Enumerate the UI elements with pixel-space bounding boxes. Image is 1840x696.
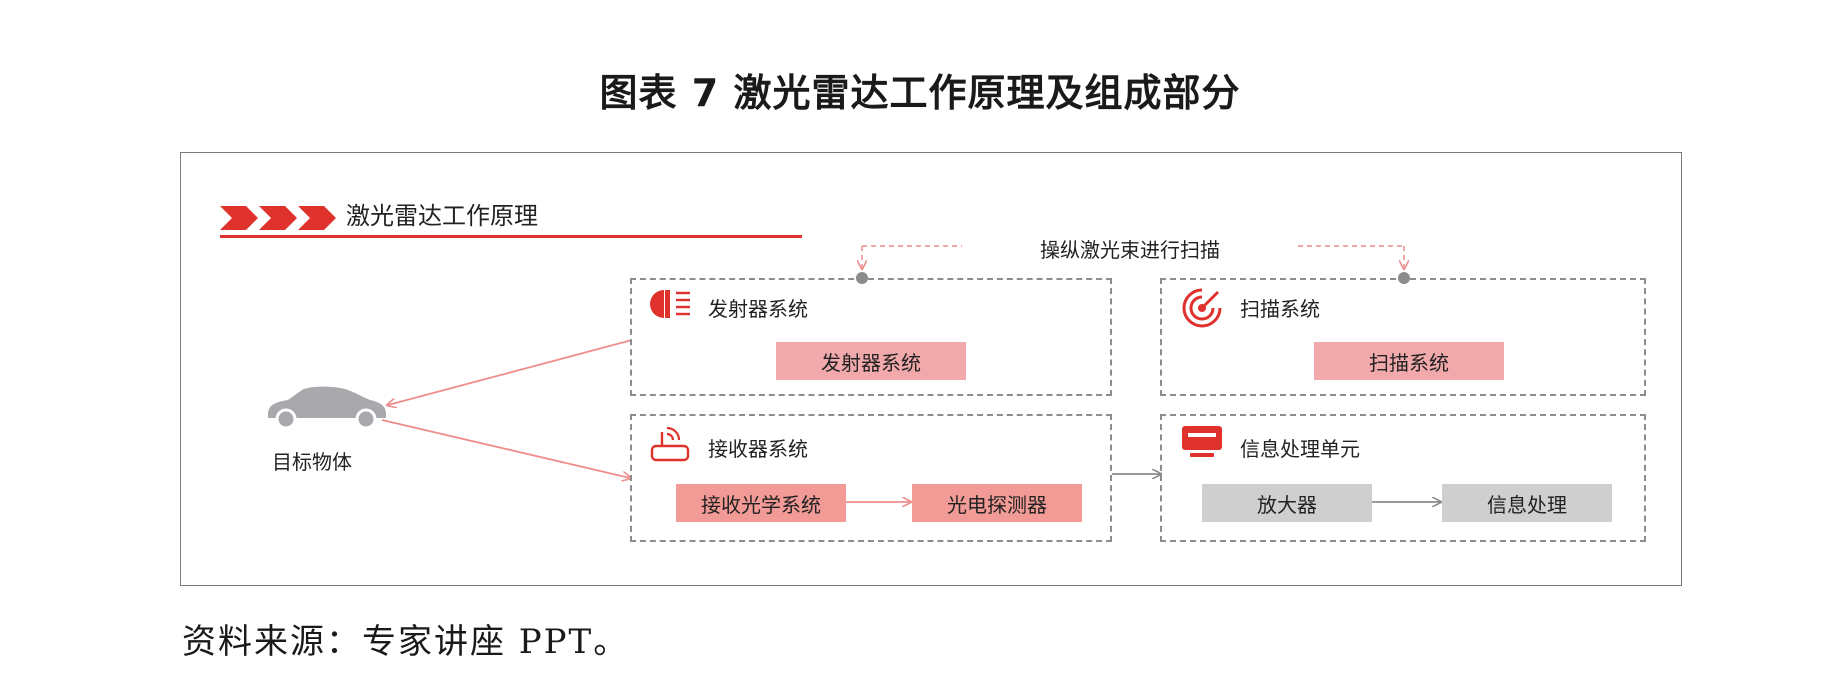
target-label: 目标物体 [272,450,352,474]
laser-emitter-icon [650,290,690,318]
car-icon [268,386,386,430]
amplifier-item: 放大器 [1202,484,1372,522]
diagram-frame [180,152,1682,586]
scan-system-item: 扫描系统 [1314,342,1504,380]
emitter-system-header: 发射器系统 [708,297,808,321]
figure-source: 资料来源：专家讲座 PPT。 [182,622,630,662]
radar-scan-icon [1182,288,1222,328]
scan-system-header: 扫描系统 [1240,297,1320,321]
processing-unit-box [1160,414,1646,542]
scan-annotation: 操纵激光束进行扫描 [1040,238,1220,262]
info-processing-item: 信息处理 [1442,484,1612,522]
scan-system-box [1160,278,1646,396]
receiver-system-header: 接收器系统 [708,437,808,461]
emitter-system-item: 发射器系统 [776,342,966,380]
processing-unit-header: 信息处理单元 [1240,437,1360,461]
receiver-optics-item: 接收光学系统 [676,484,846,522]
emitter-system-box [630,278,1112,396]
receiver-system-box [630,414,1112,542]
section-underline [220,235,802,238]
figure-title: 图表 7 激光雷达工作原理及组成部分 [599,71,1241,115]
chevron-arrows-icon [220,206,336,230]
return-arrow [381,419,630,478]
monitor-icon [1182,426,1222,457]
section-title: 激光雷达工作原理 [346,202,538,230]
photodetector-item: 光电探测器 [912,484,1082,522]
emit-arrow [388,339,633,405]
antenna-receiver-icon [650,426,690,462]
